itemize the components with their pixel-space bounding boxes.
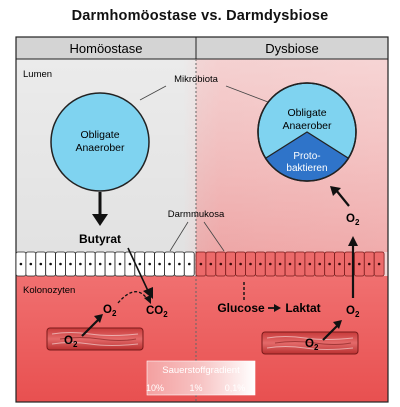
laktat-label: Laktat [285,301,320,315]
oxygen-gradient-legend: Sauerstoffgradient 10% 1% 0,1% [146,360,256,396]
blood-vessel-left [46,327,144,351]
colonocyte-nucleus [59,262,62,266]
colonocyte-nucleus [328,262,331,266]
colonocyte-nucleus [148,262,151,266]
colonocyte-layer-left [15,251,195,277]
colonocyte-nucleus [89,262,92,266]
curved-arrow-o2-to-co2 [117,291,149,304]
wedge-line1: Proto- [293,151,320,162]
colonocyte-nucleus [377,262,381,266]
colonocyte-nucleus [229,262,232,266]
colonocyte-nucleus [29,262,33,266]
colonocyte-nucleus [69,262,72,266]
lumen-label: Lumen [23,69,52,80]
o2-label-right-upper: O2 [346,213,360,227]
obligate-anaerobes-circle-right [257,82,357,182]
colonocyte-nucleus [239,262,242,266]
arrow-o2-to-circle [335,189,350,207]
colonocyte-nucleus [348,262,351,266]
colonocyte-nucleus [79,262,82,266]
colonocyte-nucleus [269,262,272,266]
mikrobiota-pointer-right [225,85,269,103]
o2-label-right-vessel: O2 [305,338,319,352]
colonocyte-nucleus [49,262,52,266]
o2-label-left-vessel: O2 [64,335,78,349]
o2-label-right-mid: O2 [346,305,360,319]
circle-right-line1: Obligate [287,107,326,119]
gradient-tick-2: 0,1% [225,383,246,393]
colonocyte-nucleus [158,262,161,266]
colonocyte-nucleus [249,262,252,266]
colonocyte-nucleus [298,262,302,266]
colonocyte-nucleus [367,262,371,266]
kolonozyten-label: Kolonozyten [23,285,75,296]
colonocyte-nucleus [278,262,282,266]
colonocyte-nucleus [209,262,213,266]
gradient-tick-0: 10% [146,383,164,393]
colonocyte-nucleus [39,262,43,266]
circle-left-line2: Anaerober [75,142,125,154]
colonocyte-layer-right [195,251,385,277]
panel-title-right: Dysbiose [265,41,318,56]
colonocyte-nucleus [188,262,191,266]
wedge-line2: baktieren [286,163,327,174]
colonocyte-nucleus [219,262,223,266]
colonocyte-nucleus [19,262,23,266]
obligate-anaerobes-circle-left [50,92,150,192]
colonocyte-nucleus [178,262,181,266]
colonocyte-nucleus [138,262,142,266]
colonocyte-nucleus [118,262,122,266]
glucose-label: Glucose [217,301,265,315]
colonocyte-nucleus [199,262,203,266]
gradient-title: Sauerstoffgradient [162,365,240,376]
circle-right-line2: Anaerober [282,120,332,132]
blood-vessel-right [261,331,359,355]
colonocyte-nucleus [259,262,262,266]
mikrobiota-pointer-left [139,85,167,101]
arrow-vessel-left-o2 [81,319,99,337]
circle-left-line1: Obligate [80,129,119,141]
colonocyte-nucleus [318,262,322,266]
o2-label-left-upper: O2 [103,304,117,318]
colonocyte-nucleus [358,262,361,266]
colonocyte-nucleus [98,262,102,266]
colonocyte-nucleus [288,262,292,266]
darmmukosa-label: Darmmukosa [168,209,225,220]
gradient-tick-1: 1% [189,383,202,393]
colonocyte-nucleus [168,262,171,266]
arrow-butyrat-to-co2 [127,247,150,294]
panel-title-left: Homöostase [70,41,143,56]
mikrobiota-label: Mikrobiota [174,74,219,85]
co2-label: CO2 [146,305,168,319]
colonocyte-nucleus [108,262,112,266]
butyrat-label: Butyrat [79,232,121,246]
colonocyte-nucleus [338,262,341,266]
page-title: Darmhomöostase vs. Darmdysbiose [71,8,329,24]
colonocyte-nucleus [128,262,132,266]
colonocyte-nucleus [308,262,312,266]
arrow-vessel-right-o2 [322,325,338,341]
